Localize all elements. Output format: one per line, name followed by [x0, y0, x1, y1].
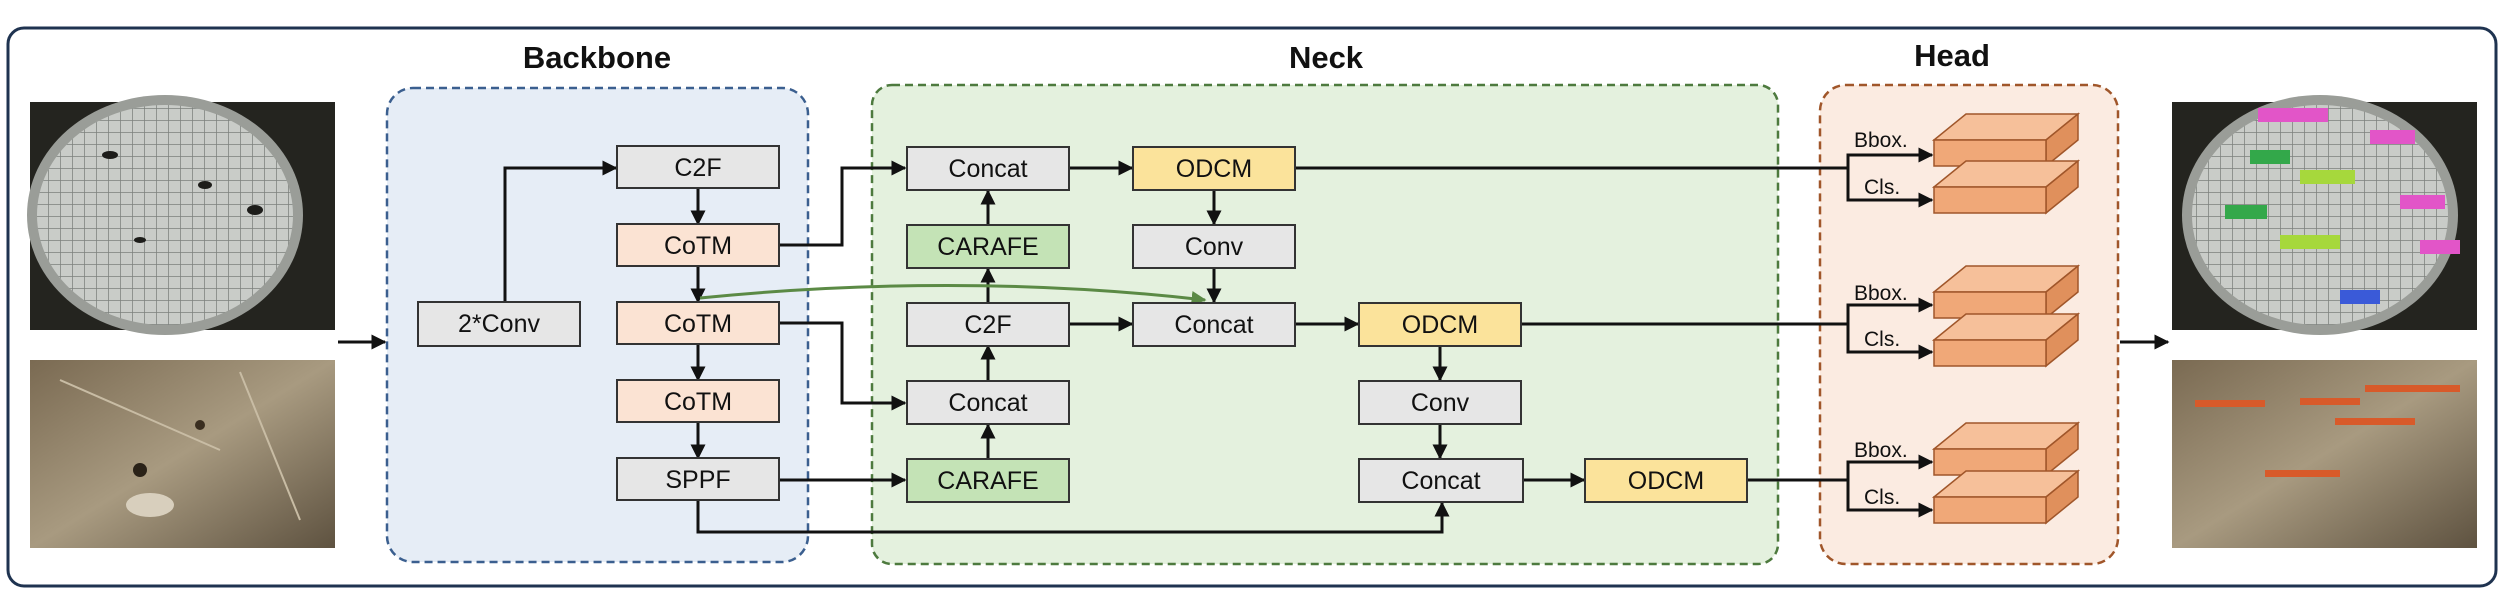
block-sppf: [616, 457, 780, 501]
head-title: Head: [1914, 38, 1990, 73]
head-cls-label-2: Cls.: [1864, 328, 1900, 351]
block-odcm-3: [1584, 458, 1748, 503]
label-sppf: SPPF: [665, 466, 730, 494]
output-image-bottom: [2172, 360, 2477, 548]
block-2conv: [417, 301, 581, 347]
head-block-bbox-2: [1931, 264, 2081, 320]
block-conv-2: [1358, 380, 1522, 425]
skip-connection-arrow: [699, 283, 1207, 306]
label-concat-3: Concat: [1401, 467, 1480, 495]
head-bbox-label-1: Bbox.: [1854, 129, 1908, 152]
block-concat-mid: [906, 380, 1070, 425]
label-concat-mid: Concat: [948, 389, 1027, 417]
block-backbone-c2f: [616, 145, 780, 189]
backbone-region: [385, 86, 810, 564]
label-carafe-top: CARAFE: [937, 233, 1038, 261]
head-cls-label-1: Cls.: [1864, 176, 1900, 199]
block-odcm-2: [1358, 302, 1522, 347]
block-odcm-1: [1132, 146, 1296, 191]
block-concat-top: [906, 146, 1070, 191]
label-conv-2: Conv: [1411, 389, 1470, 417]
label-neck-c2f: C2F: [964, 311, 1011, 339]
output-image-top: [2172, 95, 2477, 335]
neck-title: Neck: [1289, 40, 1364, 75]
label-concat-top: Concat: [948, 155, 1027, 183]
input-image-top: [27, 95, 335, 335]
label-cotm-3: CoTM: [664, 388, 732, 416]
label-cotm-2: CoTM: [664, 310, 732, 338]
head-block-bbox-1: [1931, 112, 2081, 168]
block-neck-c2f: [906, 302, 1070, 347]
head-block-cls-1: [1931, 159, 2081, 215]
head-block-bbox-3: [1931, 421, 2081, 477]
block-concat-3: [1358, 458, 1524, 503]
label-conv-1: Conv: [1185, 233, 1244, 261]
backbone-title: Backbone: [523, 40, 671, 75]
block-cotm-2: [616, 301, 780, 345]
label-concat-2: Concat: [1174, 311, 1253, 339]
head-blocks: [1931, 112, 2081, 525]
input-image-bottom: [30, 360, 335, 548]
connections: [503, 147, 1934, 534]
block-concat-2: [1132, 302, 1296, 347]
block-cotm-1: [616, 223, 780, 267]
label-odcm-2: ODCM: [1402, 311, 1478, 339]
head-block-cls-3: [1931, 469, 2081, 525]
outer-frame: [6, 26, 2498, 588]
block-carafe-top: [906, 224, 1070, 269]
head-cls-label-3: Cls.: [1864, 486, 1900, 509]
label-cotm-1: CoTM: [664, 232, 732, 260]
block-carafe-bottom: [906, 458, 1070, 503]
head-block-cls-2: [1931, 312, 2081, 368]
block-cotm-3: [616, 379, 780, 423]
head-bbox-label-3: Bbox.: [1854, 439, 1908, 462]
label-2conv: 2*Conv: [458, 310, 540, 338]
block-conv-1: [1132, 224, 1296, 269]
label-backbone-c2f: C2F: [674, 154, 721, 182]
label-odcm-3: ODCM: [1628, 467, 1704, 495]
label-odcm-1: ODCM: [1176, 155, 1252, 183]
head-bbox-label-2: Bbox.: [1854, 282, 1908, 305]
label-carafe-bottom: CARAFE: [937, 467, 1038, 495]
